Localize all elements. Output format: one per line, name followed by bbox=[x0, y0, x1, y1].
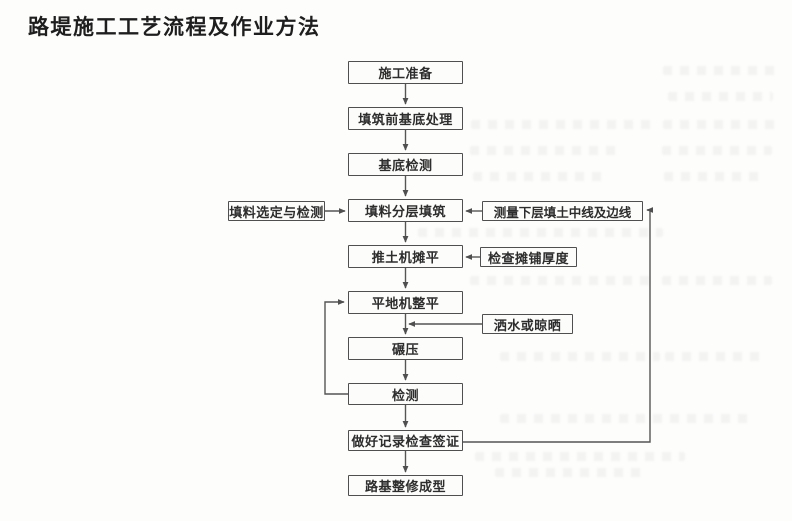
bleedthrough-smudge bbox=[500, 352, 660, 361]
bleedthrough-smudge bbox=[500, 414, 750, 423]
flow-node-sprinkle-or-dry: 洒水或晾晒 bbox=[482, 314, 573, 334]
bleedthrough-smudge bbox=[473, 172, 603, 181]
bleedthrough-smudge bbox=[418, 228, 663, 237]
bleedthrough-smudge bbox=[662, 146, 772, 155]
bleedthrough-smudge bbox=[470, 146, 620, 155]
flow-node-rolling-compaction: 碾压 bbox=[348, 337, 463, 360]
bleedthrough-smudge bbox=[471, 120, 656, 129]
bleedthrough-smudge bbox=[495, 468, 645, 477]
bleedthrough-smudge bbox=[665, 352, 765, 361]
flow-node-inspection: 检测 bbox=[348, 383, 463, 405]
flow-node-pre-fill-base-treatment: 填筑前基底处理 bbox=[348, 107, 463, 130]
flow-node-base-inspection: 基底检测 bbox=[348, 153, 463, 176]
flow-node-measure-lower-layer-lines: 测量下层填土中线及边线 bbox=[482, 201, 643, 221]
flow-node-construction-preparation: 施工准备 bbox=[348, 61, 463, 84]
bleedthrough-smudge bbox=[663, 66, 778, 75]
flow-node-grader-leveling: 平地机整平 bbox=[348, 291, 463, 314]
bleedthrough-smudge bbox=[475, 452, 685, 461]
page-title: 路堤施工工艺流程及作业方法 bbox=[28, 15, 321, 39]
flow-node-layered-filling: 填料分层填筑 bbox=[348, 199, 463, 222]
flow-node-check-paving-thickness: 检查摊铺厚度 bbox=[480, 247, 577, 267]
bleedthrough-smudge bbox=[664, 172, 764, 181]
bleedthrough-smudge bbox=[668, 92, 773, 101]
flow-node-subgrade-finishing: 路基整修成型 bbox=[348, 475, 463, 496]
bleedthrough-smudge bbox=[662, 276, 772, 285]
bleedthrough-smudge bbox=[470, 276, 650, 285]
flow-node-record-inspection-signoff: 做好记录检查签证 bbox=[348, 430, 463, 451]
flow-node-fill-selection-testing: 填料选定与检测 bbox=[228, 201, 325, 221]
flow-node-bulldozer-spreading: 推土机摊平 bbox=[348, 245, 463, 268]
bleedthrough-smudge bbox=[663, 120, 775, 129]
